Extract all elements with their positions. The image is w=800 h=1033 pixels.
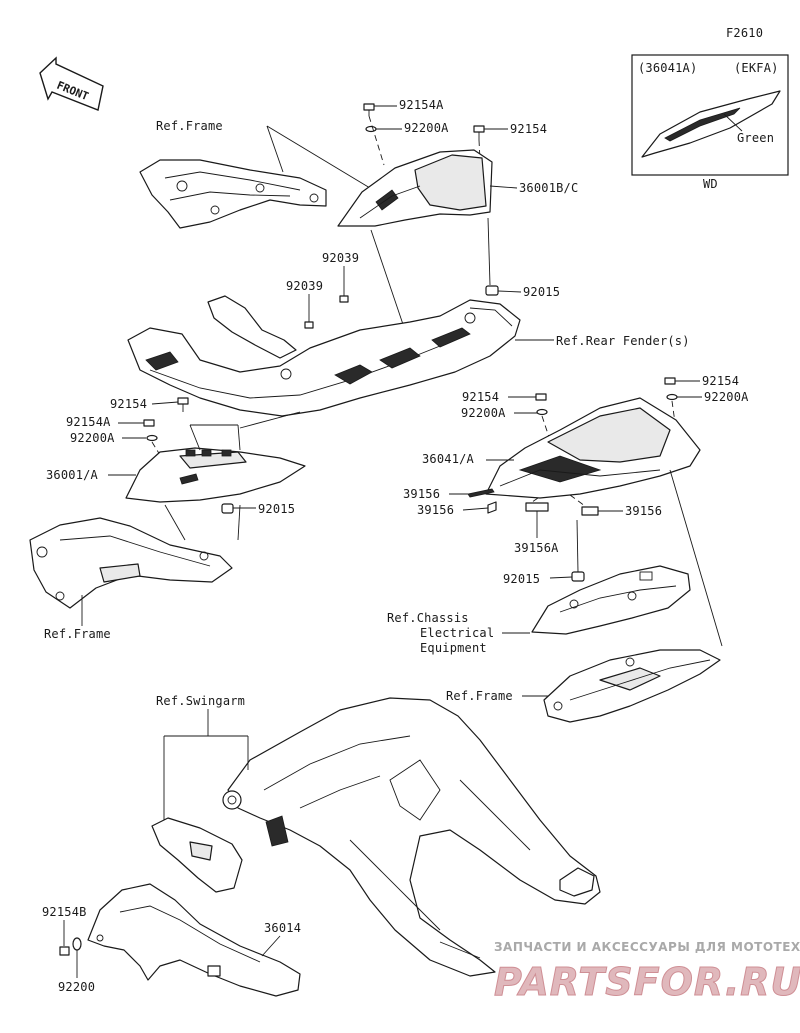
bolt-92154-right: [664, 377, 676, 385]
inset-part-no: (36041A): [638, 61, 697, 75]
decal-39156-a: [467, 488, 495, 498]
label-92015-top: 92015: [523, 285, 560, 299]
label-ref-rear-fender: Ref.Rear Fender(s): [556, 334, 690, 348]
ref-frame-left-part: [29, 517, 233, 609]
label-ref-chassis-3: Equipment: [420, 641, 487, 655]
label-36001a: 36001/A: [46, 468, 99, 482]
label-ref-frame-top: Ref.Frame: [156, 119, 223, 133]
label-ref-swingarm: Ref.Swingarm: [156, 694, 245, 708]
label-36001bc: 36001B/C: [519, 181, 578, 195]
washer-92200: [72, 937, 82, 951]
label-39156-a: 39156: [403, 487, 440, 501]
inset-cowl-part: [641, 90, 781, 158]
clip-92039-a: [339, 295, 349, 303]
label-ref-chassis-1: Ref.Chassis: [387, 611, 469, 625]
bolt-92154a-top: [363, 103, 375, 116]
figure-code: F2610: [726, 26, 763, 40]
swingarm-part: [222, 697, 601, 977]
label-92039-b: 92039: [286, 279, 323, 293]
label-92154-right: 92154: [702, 374, 739, 388]
decal-39156-c: [581, 506, 599, 516]
seat-cowl-36041a-part: [485, 397, 701, 499]
label-39156-b: 39156: [417, 503, 454, 517]
label-92154-left: 92154: [110, 397, 147, 411]
clip-92039-b: [304, 321, 314, 329]
washer-92200a-top: [365, 125, 377, 133]
watermark-tagline: ЗАПЧАСТИ И АКСЕССУАРЫ ДЛЯ МОТОТЕХНИКИ: [494, 940, 800, 954]
grommet-92015-left: [221, 503, 234, 514]
chain-guard-upper-part: [151, 817, 243, 893]
label-ref-frame-left: Ref.Frame: [44, 627, 111, 641]
label-92154-mid: 92154: [462, 390, 499, 404]
label-92200a-left: 92200A: [70, 431, 115, 445]
grommet-92015-top: [485, 285, 499, 296]
chain-guard-36014-part: [87, 883, 301, 997]
label-92200a-mid: 92200A: [461, 406, 506, 420]
bolt-92154b: [59, 946, 70, 956]
ref-frame-top-part: [139, 159, 327, 229]
inset-variant: (EKFA): [734, 61, 779, 75]
label-92015-right: 92015: [503, 572, 540, 586]
label-92015-left: 92015: [258, 502, 295, 516]
watermark-brand: PARTSFOR.RU: [494, 960, 800, 1004]
bolt-92154a-left: [143, 419, 155, 427]
cowl-36001bc-part: [337, 149, 493, 227]
washer-92200a-right: [666, 393, 678, 401]
label-92200a-top: 92200A: [404, 121, 449, 135]
electrical-tray-part: [531, 565, 691, 635]
front-arrow-icon: FRONT: [39, 56, 104, 111]
bolt-92154-top: [473, 125, 485, 140]
decal-39156a: [525, 502, 549, 512]
label-92200a-right: 92200A: [704, 390, 749, 404]
washer-92200a-left: [146, 434, 158, 442]
cowl-36001a-part: [125, 447, 306, 503]
label-92154b: 92154B: [42, 905, 87, 919]
inset-caption: WD: [703, 177, 718, 191]
label-ref-chassis-2: Electrical: [420, 626, 494, 640]
label-92154a-left: 92154A: [66, 415, 111, 429]
label-92154a-top: 92154A: [399, 98, 444, 112]
label-92200: 92200: [58, 980, 95, 994]
inset-color: Green: [737, 131, 774, 145]
label-ref-frame-right: Ref.Frame: [446, 689, 513, 703]
bolt-92154-mid: [535, 393, 547, 401]
ref-frame-right-part: [543, 649, 721, 723]
grommet-92015-right: [571, 571, 585, 582]
label-92039-a: 92039: [322, 251, 359, 265]
washer-92200a-mid: [536, 408, 548, 416]
label-39156-c: 39156: [625, 504, 662, 518]
inset-cowl-stripe: [664, 107, 741, 142]
label-36041a: 36041/A: [422, 452, 475, 466]
rear-fender-part: [127, 295, 521, 417]
bolt-92154-left: [177, 397, 189, 412]
label-92154-top: 92154: [510, 122, 547, 136]
label-39156a: 39156A: [514, 541, 559, 555]
label-36014: 36014: [264, 921, 301, 935]
inset-box: (36041A) (EKFA) Green WD: [631, 54, 789, 191]
decal-39156-b: [487, 501, 497, 514]
